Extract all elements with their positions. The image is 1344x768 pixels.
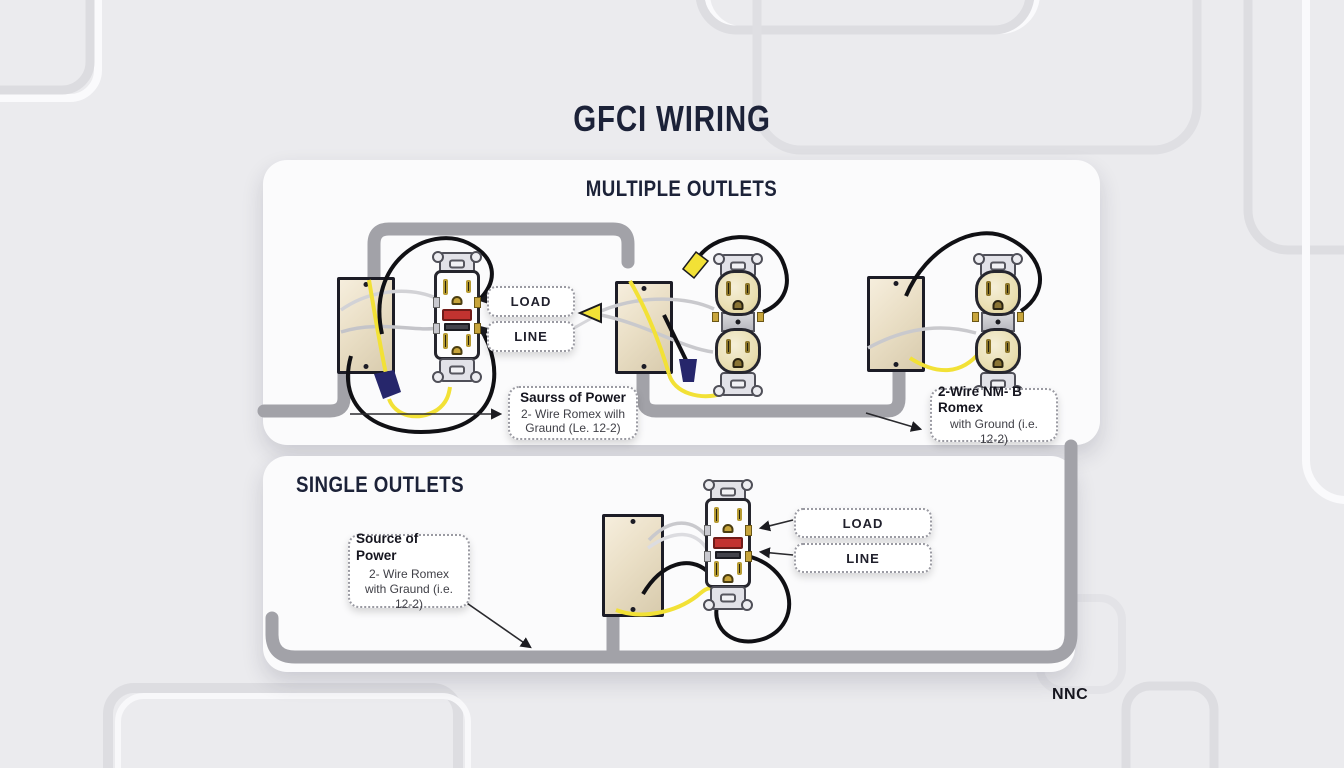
line-terminal-screw bbox=[474, 323, 481, 334]
gfci-body bbox=[433, 270, 481, 360]
gfci-outlet-multiple bbox=[432, 251, 482, 383]
ground-hole bbox=[722, 524, 734, 533]
page-title: GFCI WIRING bbox=[573, 98, 771, 139]
terminal-screw bbox=[757, 312, 764, 322]
ground-hole bbox=[992, 358, 1004, 368]
receptacle-face bbox=[975, 328, 1021, 374]
load-label: LOAD bbox=[487, 286, 575, 317]
source-of-power-label: Source of Power 2- Wire Romex with Graun… bbox=[348, 530, 470, 611]
receptacle-face bbox=[715, 328, 761, 374]
gfci-outlet-single bbox=[703, 479, 753, 611]
terminal-screw bbox=[712, 312, 719, 322]
line-terminal-screw bbox=[745, 551, 752, 562]
ground-hole bbox=[722, 574, 734, 583]
ground-hole bbox=[451, 296, 463, 305]
ground-hole bbox=[992, 300, 1004, 310]
load-terminal-screw bbox=[745, 525, 752, 536]
mounting-tab bbox=[432, 358, 482, 383]
electrical-box-1 bbox=[337, 277, 395, 374]
label-title: Source of Power bbox=[356, 530, 419, 563]
mounting-tab bbox=[703, 586, 753, 611]
reset-button bbox=[444, 323, 470, 331]
watermark: NNC bbox=[1052, 686, 1089, 703]
ground-hole bbox=[732, 300, 744, 310]
load-label: LOAD bbox=[794, 508, 932, 538]
line-label: LINE bbox=[487, 321, 575, 352]
test-button bbox=[713, 537, 743, 549]
load-terminal-screw bbox=[474, 297, 481, 308]
label-title: Saurss of Power bbox=[520, 389, 626, 405]
duplex-outlet-1 bbox=[712, 253, 764, 397]
receptacle-face bbox=[715, 270, 761, 316]
ground-hole bbox=[451, 346, 463, 355]
electrical-box-3 bbox=[867, 276, 925, 372]
romex-cable-label: 2-Wire NM- B Romex with Ground (i.e. 12-… bbox=[930, 384, 1058, 446]
electrical-box-2 bbox=[615, 281, 673, 374]
test-button bbox=[442, 309, 472, 321]
line-label: LINE bbox=[794, 543, 932, 573]
source-of-power-label: Saurss of Power 2- Wire Romex wilh Graun… bbox=[508, 386, 638, 440]
terminal-screw bbox=[972, 312, 979, 322]
electrical-box-4 bbox=[602, 514, 664, 617]
ground-hole bbox=[732, 358, 744, 368]
duplex-outlet-2 bbox=[972, 253, 1024, 397]
receptacle-face bbox=[975, 270, 1021, 316]
panel-title-single: SINGLE OUTLETS bbox=[296, 472, 465, 497]
panel-title-multiple: MULTIPLE OUTLETS bbox=[585, 176, 778, 201]
reset-button bbox=[715, 551, 741, 559]
mounting-tab bbox=[713, 372, 763, 397]
label-title: 2-Wire NM- B Romex bbox=[938, 383, 1022, 416]
gfci-body bbox=[704, 498, 752, 588]
terminal-screw bbox=[1017, 312, 1024, 322]
